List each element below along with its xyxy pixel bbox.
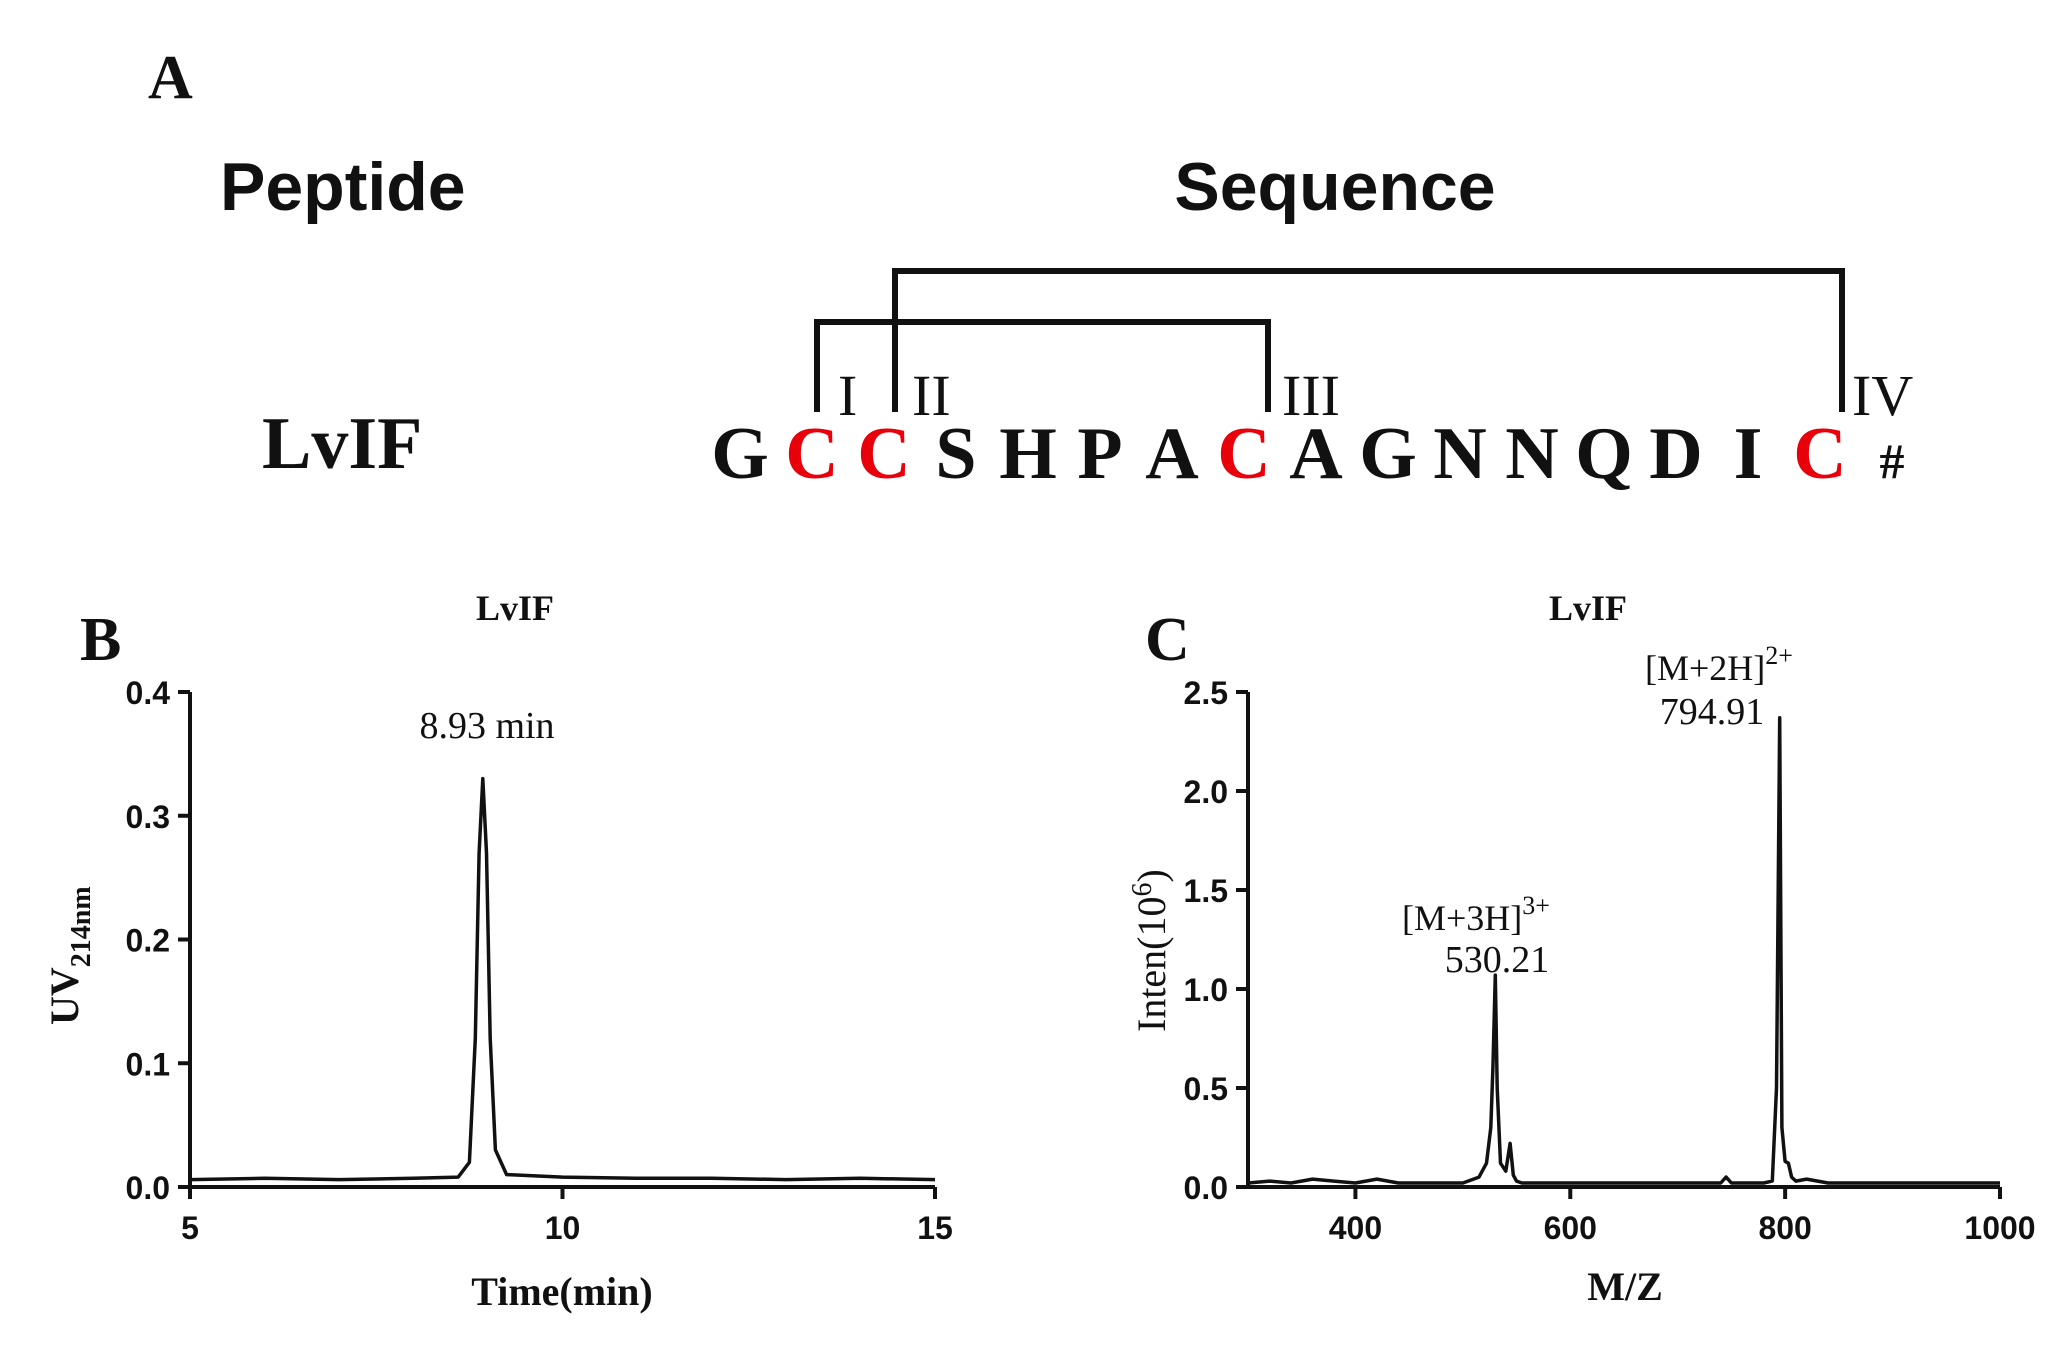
annotation-m3h-value: 530.21 [1445,939,1550,981]
panel-c-y-axis-label: Inten(106) [1127,869,1174,1032]
series-line [1247,715,2000,1185]
y-tick-label: 0.3 [126,799,170,835]
disulfide-bond-i-iii [814,319,1271,412]
x-tick-label: 400 [1329,1210,1382,1246]
x-tick-label: 15 [917,1210,953,1246]
y-tick-label: 0.4 [126,675,171,711]
sequence-residue: N [1433,413,1486,495]
annotation-m3h: [M+3H]3+ [1402,891,1550,938]
annotation-m3h-charge: 3+ [1522,891,1550,920]
y-tick-label: 0.2 [126,923,170,959]
annotation-m2h: [M+2H]2+ [1645,641,1793,688]
panel-b-letter: B [80,606,121,674]
y-tick-label: 1.0 [1184,972,1228,1008]
sequence-residue: H [999,413,1057,495]
annotation-m2h-value: 794.91 [1660,691,1765,733]
panel-b-title: LvIF [476,588,554,628]
panel-c-title: LvIF [1549,588,1627,628]
x-tick-label: 1000 [1964,1210,2035,1246]
panel-a-letter: A [148,44,193,112]
sequence-residue: G [711,413,769,495]
cysteine-label-iv: IV [1852,363,1913,428]
panel-c-x-axis-label: M/Z [1587,1264,1663,1309]
panel-c-letter: C [1145,606,1190,674]
panel-c: C LvIF 0.0 0.5 1.0 1.5 2.0 2.5 400 600 800 1000 [… [1127,588,2036,1309]
sequence-residue: S [935,413,976,495]
peptide-name: LvIF [262,403,422,485]
panel-b-y-axis-label-sub: 214nm [66,886,97,967]
panel-c-y-axis-label-main: Inten(10 [1129,896,1174,1032]
sequence-residue: N [1505,413,1558,495]
cysteine-label-iii: III [1282,363,1340,428]
x-tick-label: 10 [545,1210,581,1246]
sequence-residue: C [1217,413,1270,495]
y-tick-label: 0.0 [126,1170,170,1206]
series-line [189,776,936,1182]
y-tick-label: 0.0 [1184,1170,1228,1206]
sequence-residue: Q [1575,413,1633,495]
y-tick-label: 2.0 [1184,774,1228,810]
sequence-residue: C [857,413,910,495]
x-tick-label: 800 [1758,1210,1811,1246]
sequence-residue: A [1145,413,1198,495]
cysteine-label-ii: II [912,363,951,428]
y-tick-label: 0.5 [1184,1071,1228,1107]
panel-b: B LvIF 0.0 0.1 0.2 0.3 0.4 5 10 15 8.93 min Tim… [42,588,953,1314]
sequence-residue: P [1077,413,1122,495]
disulfide-bond-ii-iv [892,268,1845,412]
y-tick-label: 0.1 [126,1046,170,1082]
annotation-m2h-label: [M+2H] [1645,648,1765,688]
y-tick-label: 2.5 [1184,675,1228,711]
x-tick-label: 5 [181,1210,199,1246]
annotation-m2h-charge: 2+ [1765,641,1793,670]
panel-b-x-axis-label: Time(min) [471,1269,652,1314]
panel-c-y-axis-label-end: ) [1129,869,1174,882]
sequence-residue: A [1289,413,1342,495]
panel-b-y-axis-label-main: UV [42,967,87,1025]
sequence-residue: D [1649,413,1702,495]
chart-b: 0.0 0.1 0.2 0.3 0.4 5 10 15 [126,675,953,1246]
sequence-residue: I [1734,413,1763,495]
sequence-residue: # [1880,433,1905,489]
y-tick-label: 1.5 [1184,873,1228,909]
sequence-residue: C [785,413,838,495]
panel-b-y-axis-label: UV214nm [42,886,97,1025]
panel-c-y-axis-label-sup: 6 [1127,882,1158,896]
peptide-column-header: Peptide [220,149,466,225]
sequence-residue: G [1359,413,1417,495]
sequence-column-header: Sequence [1174,149,1495,225]
x-tick-label: 600 [1544,1210,1597,1246]
annotation-m3h-label: [M+3H] [1402,898,1522,938]
sequence-residue: C [1793,413,1846,495]
cysteine-label-i: I [838,363,857,428]
panel-b-peak-annotation: 8.93 min [419,705,554,747]
chart-c: 0.0 0.5 1.0 1.5 2.0 2.5 400 600 800 1000 [1184,675,2036,1246]
